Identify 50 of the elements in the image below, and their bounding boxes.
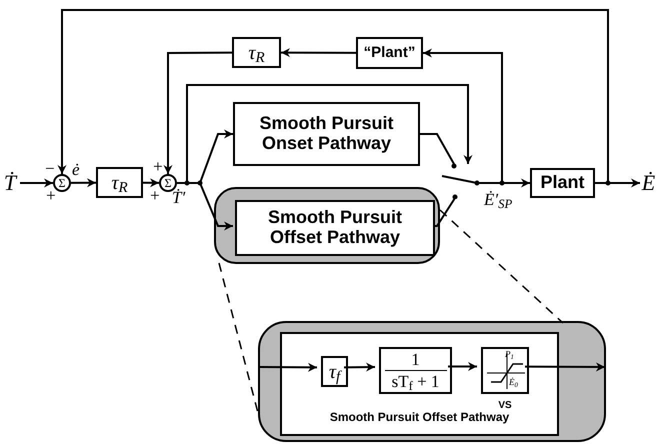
plant-model-block: [356, 37, 423, 69]
panel-title: Smooth Pursuit Offset Pathway: [328, 409, 510, 426]
signal-arrow: [433, 197, 456, 227]
transfer-function-block: [379, 347, 452, 394]
signal-label: Ė: [642, 172, 656, 194]
signal-label: +: [149, 187, 160, 204]
block-label: “Plant”: [364, 44, 416, 62]
zoom-line: [218, 262, 259, 414]
axis-label: Ė$_{0}$: [509, 378, 518, 387]
signal-arrow: [448, 362, 477, 371]
block-caption: VS: [497, 399, 513, 412]
signal-label: Ė′$_{SP}$: [484, 191, 512, 208]
zoom-line: [440, 209, 564, 324]
block-label: Smooth Pursuit Offset Pathway: [267, 208, 403, 248]
shaded-panel: [214, 187, 440, 264]
signal-label: −: [44, 160, 56, 177]
pathway-detail-box: [280, 332, 559, 436]
block-label: Plant: [540, 173, 584, 193]
gain-block: [96, 167, 143, 198]
time-constant: τ$_{R}$: [248, 42, 265, 62]
signal-arrow: [260, 362, 317, 372]
numerator: 1: [384, 348, 446, 371]
signal-arrow: [58, 9, 609, 184]
signal-arrow: [344, 362, 376, 372]
signal-label: +: [152, 158, 164, 175]
signal-label: Ṫ: [4, 172, 16, 194]
gain-block: [232, 37, 281, 68]
sigma-symbol: Σ: [164, 177, 172, 189]
signal-arrow: [164, 52, 232, 174]
gain-block: [321, 356, 348, 387]
summing-junction: [53, 174, 71, 192]
signal-arrow: [423, 48, 503, 184]
signal-label: Ṫ′: [172, 189, 186, 206]
denominator: sT$_{f}$ + 1: [392, 371, 440, 392]
block-label: Smooth Pursuit Onset Pathway: [258, 114, 394, 154]
signal-arrow: [420, 133, 455, 164]
pathway-block: [233, 102, 420, 166]
signal-arrow: [525, 362, 605, 372]
switch-symbol: [440, 163, 479, 199]
sigma-symbol: Σ: [58, 177, 66, 189]
signal-arrow: [142, 178, 160, 188]
signal-arrow: [71, 178, 96, 188]
signal-label: +: [45, 187, 56, 204]
shaded-panel: [258, 321, 606, 442]
signal-label: ė: [72, 161, 80, 178]
signal-arrow: [20, 178, 53, 188]
signal-arrow: [281, 48, 356, 58]
pathway-block: [235, 200, 435, 256]
plant-block: [530, 168, 595, 198]
time-constant: τ$_{R}$: [111, 172, 128, 192]
